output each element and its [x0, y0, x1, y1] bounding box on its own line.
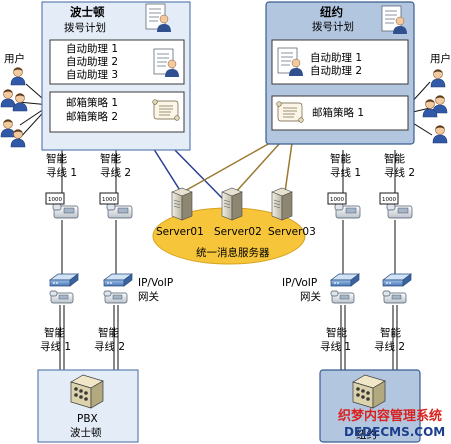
newyork-dial-plan: 纽约 拨号计划 自动助理 1 自动助理 2 邮箱策略 1: [265, 1, 415, 145]
newyork-subtitle: 拨号计划: [312, 20, 354, 33]
mailbox-policy-icon: [276, 101, 304, 123]
trunk-label: 智能: [44, 326, 65, 339]
pbx-newyork-line2: 纽约: [356, 428, 377, 441]
trunk-label: 智能: [380, 326, 401, 339]
users-label-left: 用户: [4, 52, 25, 65]
gateway-icon: [330, 273, 360, 287]
newyork-auto-attendant-1: 自动助理 1: [310, 51, 362, 64]
phone-icon: [99, 192, 133, 219]
server-icon: [171, 187, 193, 221]
boston-mailbox-policy-2: 邮箱策略 2: [66, 110, 118, 123]
pbx-boston-line2: 波士顿: [70, 426, 102, 439]
boston-auto-attendant-2: 自动助理 2: [66, 55, 118, 68]
trunk-label: 寻线 2: [374, 340, 405, 353]
pbx-boston: PBX 波士顿: [37, 369, 139, 443]
hunt-group-label: 智能: [384, 152, 405, 165]
user-icon: [10, 67, 26, 86]
hunt-group-1-right: 寻线 1: [330, 166, 361, 179]
boston-title: 波士顿: [70, 5, 105, 19]
boston-to-server02-link: [167, 142, 225, 201]
boston-auto-attendant-1: 自动助理 1: [66, 42, 118, 55]
pbx-icon: [70, 374, 104, 409]
hunt-group-1-left: 寻线 1: [46, 166, 77, 179]
watermark-line1: 织梦内容管理系统: [338, 408, 442, 424]
phone-icon: [327, 192, 361, 219]
trunk-labels-left: 智能 寻线 1 智能 寻线 2: [40, 326, 125, 353]
user-icon: [0, 89, 16, 108]
pbx-newyork: 纽约: [319, 369, 421, 443]
watermark-line2: DEDECMS.COM: [344, 425, 445, 439]
server01-label: Server01: [156, 226, 204, 238]
gateway-icon: [382, 273, 412, 287]
hunt-groups-left: 智能 寻线 1 智能 寻线 2: [45, 152, 133, 219]
boston-to-server01-link: [149, 142, 182, 193]
phone-icon: [103, 290, 128, 304]
hunt-group-label: 智能: [46, 152, 67, 165]
gateway-label-right-line2: 网关: [300, 290, 321, 303]
boston-auto-attendant-3: 自动助理 3: [66, 68, 118, 81]
server-icon: [221, 187, 243, 221]
trunk-label: 寻线 2: [94, 340, 125, 353]
server03-label: Server03: [268, 226, 316, 238]
newyork-title: 纽约: [320, 5, 343, 19]
um-server-cluster: Server01 Server02 Server03 统一消息服务器: [152, 187, 316, 265]
newyork-mailbox-policy-1: 邮箱策略 1: [312, 106, 364, 119]
server-icon: [271, 187, 293, 221]
newyork-to-server02-link: [233, 142, 281, 195]
gateway-label-right-line1: IP/VoIP: [282, 277, 317, 289]
users-label-right: 用户: [430, 52, 451, 65]
gateways-right: IP/VoIP 网关: [282, 273, 412, 304]
user-icon: [0, 119, 16, 138]
hunt-group-2-left: 寻线 2: [100, 166, 131, 179]
trunk-labels-right: 智能 寻线 1 智能 寻线 2: [320, 326, 405, 353]
hunt-group-label: 智能: [100, 152, 121, 165]
pbx-boston-line1: PBX: [77, 413, 98, 425]
gateway-label-left-line2: 网关: [138, 290, 159, 303]
watermark: 织梦内容管理系统 DEDECMS.COM: [338, 408, 445, 439]
boston-dial-plan: 波士顿 拨号计划 自动助理 1 自动助理 2 自动助理 3 邮箱策略 1 邮箱策…: [41, 1, 191, 151]
phone-icon: [45, 192, 79, 219]
phone-icon: [49, 290, 74, 304]
trunk-label: 智能: [98, 326, 119, 339]
gateway-icon: [103, 273, 133, 287]
phone-icon: [382, 290, 407, 304]
newyork-mailbox-policy-group: [271, 95, 409, 131]
mailbox-policy-icon: [152, 99, 180, 121]
phone-icon: [379, 192, 413, 219]
newyork-auto-attendant-2: 自动助理 2: [310, 64, 362, 77]
newyork-to-server03-link: [284, 142, 293, 193]
trunk-label: 智能: [326, 326, 347, 339]
users-right: 用户: [422, 52, 451, 144]
boston-mailbox-policy-1: 邮箱策略 1: [66, 96, 118, 109]
hunt-group-2-right: 寻线 2: [384, 166, 415, 179]
trunk-label: 寻线 1: [40, 340, 71, 353]
hunt-groups-right: 智能 寻线 1 智能 寻线 2: [327, 152, 415, 219]
um-server-label: 统一消息服务器: [196, 246, 270, 259]
users-left: 用户: [0, 52, 28, 148]
user-icon: [432, 125, 448, 144]
trunk-label: 寻线 1: [320, 340, 351, 353]
boston-subtitle: 拨号计划: [64, 21, 106, 34]
hunt-group-label: 智能: [330, 152, 351, 165]
newyork-to-server01-link: [182, 142, 271, 193]
user-icon: [432, 95, 448, 114]
gateway-icon: [49, 273, 79, 287]
phone-icon: [330, 290, 355, 304]
user-icon: [430, 69, 446, 88]
gateways-left: IP/VoIP 网关: [49, 273, 173, 304]
server02-label: Server02: [214, 226, 262, 238]
pbx-icon: [352, 374, 386, 409]
gateway-label-left-line1: IP/VoIP: [138, 277, 173, 289]
connection-lines: [17, 81, 433, 372]
